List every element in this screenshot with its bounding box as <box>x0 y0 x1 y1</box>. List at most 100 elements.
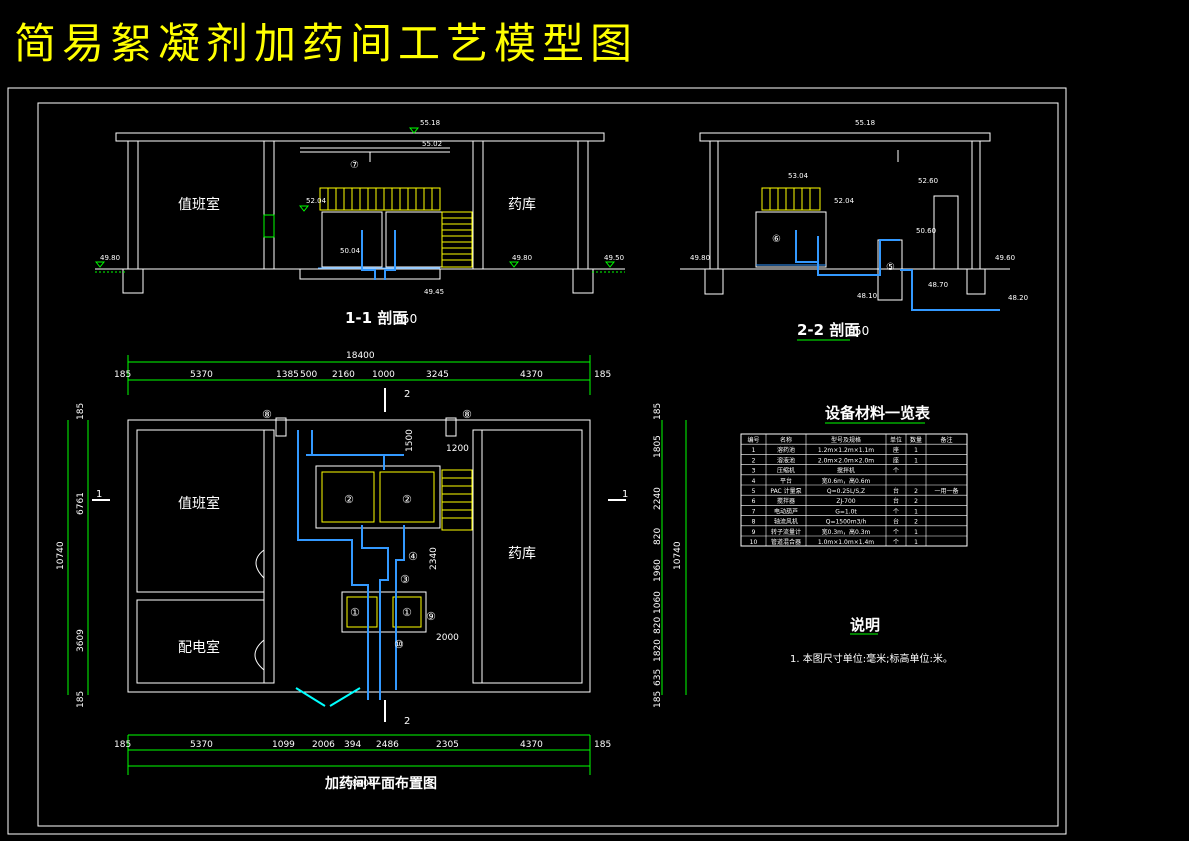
section-mark: 1 <box>96 489 102 500</box>
table-cell: 宽0.6m，高0.6m <box>822 477 871 485</box>
table-cell: 1 <box>914 539 918 546</box>
notes: 说明 1. 本图尺寸单位:毫米;标高单位:米。 <box>790 616 953 665</box>
section-1-1-scale: :50 <box>398 312 417 326</box>
table-cell: 转子流量计 <box>771 528 801 536</box>
left-total-dim: 10740 <box>56 541 66 570</box>
table-cell: 管道混合器 <box>771 538 801 546</box>
dim: 820 <box>653 528 663 545</box>
section-pipes <box>318 230 440 280</box>
dosing-cell <box>392 596 422 628</box>
drawing-title: 简易絮凝剂加药间工艺模型图 <box>14 19 639 68</box>
inner-frame <box>37 102 1059 827</box>
marker: ⑧ <box>462 408 472 421</box>
railing-bars <box>327 188 433 210</box>
table-cell: 7 <box>752 508 756 515</box>
notes-item: 1. 本图尺寸单位:毫米;标高单位:米。 <box>790 652 953 665</box>
elevation-triangles <box>94 127 616 268</box>
dim: 2305 <box>436 740 459 750</box>
dim: 4370 <box>520 740 543 750</box>
elev-floor-right: 49.60 <box>995 254 1015 262</box>
table-cell: 座 <box>893 446 899 454</box>
footing-right <box>572 268 594 294</box>
table-cell: 8 <box>752 519 756 526</box>
section-mark: 2 <box>404 716 410 727</box>
dim: 1805 <box>653 435 663 458</box>
section-2-2: 55.18 53.04 52.04 52.60 50.60 49.80 49.6… <box>680 119 1028 341</box>
solution-tank <box>315 465 441 529</box>
elev-platform: 52.04 <box>306 197 327 205</box>
table-cell: 台 <box>893 487 899 495</box>
dim: 5370 <box>190 740 213 750</box>
dim: 394 <box>344 740 361 750</box>
roof-slab <box>699 132 991 142</box>
tank-cell <box>321 471 375 523</box>
marker: ② <box>344 493 354 506</box>
right-dims: 185 1805 2240 820 1960 1060 820 1820 635… <box>653 403 663 708</box>
marker: ⑨ <box>426 610 436 623</box>
table-header-cell: 名称 <box>780 436 792 444</box>
elev-right-mid: 50.60 <box>916 227 936 235</box>
marker: ⑧ <box>262 408 272 421</box>
table-cell: Q=1500m3/h <box>826 519 867 526</box>
table-header-cell: 数量 <box>910 436 922 444</box>
footing-right <box>966 268 986 295</box>
equipment-cabinet <box>933 195 959 270</box>
tank <box>755 211 827 268</box>
table-cell: 台 <box>893 497 899 505</box>
elev-platform: 52.04 <box>834 197 855 205</box>
dim: 1000 <box>372 370 395 380</box>
platform-railing <box>761 187 821 211</box>
section-2-2-scale: :50 <box>850 324 869 338</box>
table-cell: 1.0m×1.0m×1.4m <box>818 539 874 546</box>
room-label-store: 药库 <box>508 546 536 562</box>
table-header-cell: 备注 <box>940 436 952 444</box>
dim: 185 <box>114 370 131 380</box>
marker: ② <box>402 493 412 506</box>
section-pipes <box>756 230 1000 311</box>
dim: 185 <box>653 691 663 708</box>
elev-top: 55.02 <box>422 140 442 148</box>
dim: 4370 <box>520 370 543 380</box>
table-cell: 个 <box>893 468 899 475</box>
elev-pit: 48.70 <box>928 281 948 289</box>
table-title: 设备材料一览表 <box>825 404 931 422</box>
table-header-cell: 型号及规格 <box>831 436 861 444</box>
right-total-dim: 10740 <box>673 541 683 570</box>
dim: 2240 <box>653 487 663 510</box>
platform-railing <box>319 187 441 211</box>
room-label-duty: 值班室 <box>178 495 220 512</box>
wall-left <box>709 140 719 270</box>
partition-left <box>263 429 275 684</box>
dim: 185 <box>76 403 86 420</box>
table-cell: 9 <box>752 529 756 536</box>
railing-bars <box>769 188 811 210</box>
section-mark: 1 <box>622 489 628 500</box>
section-1-1: 值班室 药库 55.18 55.02 52.04 50.04 49.80 49.… <box>94 119 625 327</box>
marker: ④ <box>408 550 418 563</box>
table-cell: 轴流风机 <box>774 518 798 526</box>
section-2-2-caption: 2-2 剖面 <box>797 321 859 339</box>
table-cell: 溶药池 <box>777 446 795 454</box>
dosing-tank <box>341 591 427 633</box>
table-cell: G=1.0t <box>835 508 857 515</box>
plan-caption: 加药间平面布置图 <box>324 775 437 792</box>
room-label-power: 配电室 <box>178 639 220 656</box>
room-label-store: 药库 <box>508 197 536 213</box>
table-cell: 2 <box>752 457 756 464</box>
dim: 2006 <box>312 740 335 750</box>
marker-7: ⑦ <box>350 160 359 171</box>
table-cell: 10 <box>750 539 758 546</box>
dim: 5370 <box>190 370 213 380</box>
table-cell: 台 <box>893 518 899 526</box>
dim: 185 <box>76 691 86 708</box>
dim: 1820 <box>653 639 663 662</box>
top-dims: 185 5370 1385 500 2160 1000 3245 4370 18… <box>114 370 611 380</box>
plan-markers: ② ② ① ① ③ ④ ⑧ ⑧ ⑨ ⑩ <box>262 408 472 651</box>
outer-frame <box>7 87 1067 835</box>
plan-pipes <box>297 430 405 700</box>
wall-mid-left <box>263 140 275 270</box>
dim: 185 <box>594 370 611 380</box>
table-cell: PAC 计量泵 <box>770 487 801 495</box>
outer-wall <box>127 419 591 693</box>
